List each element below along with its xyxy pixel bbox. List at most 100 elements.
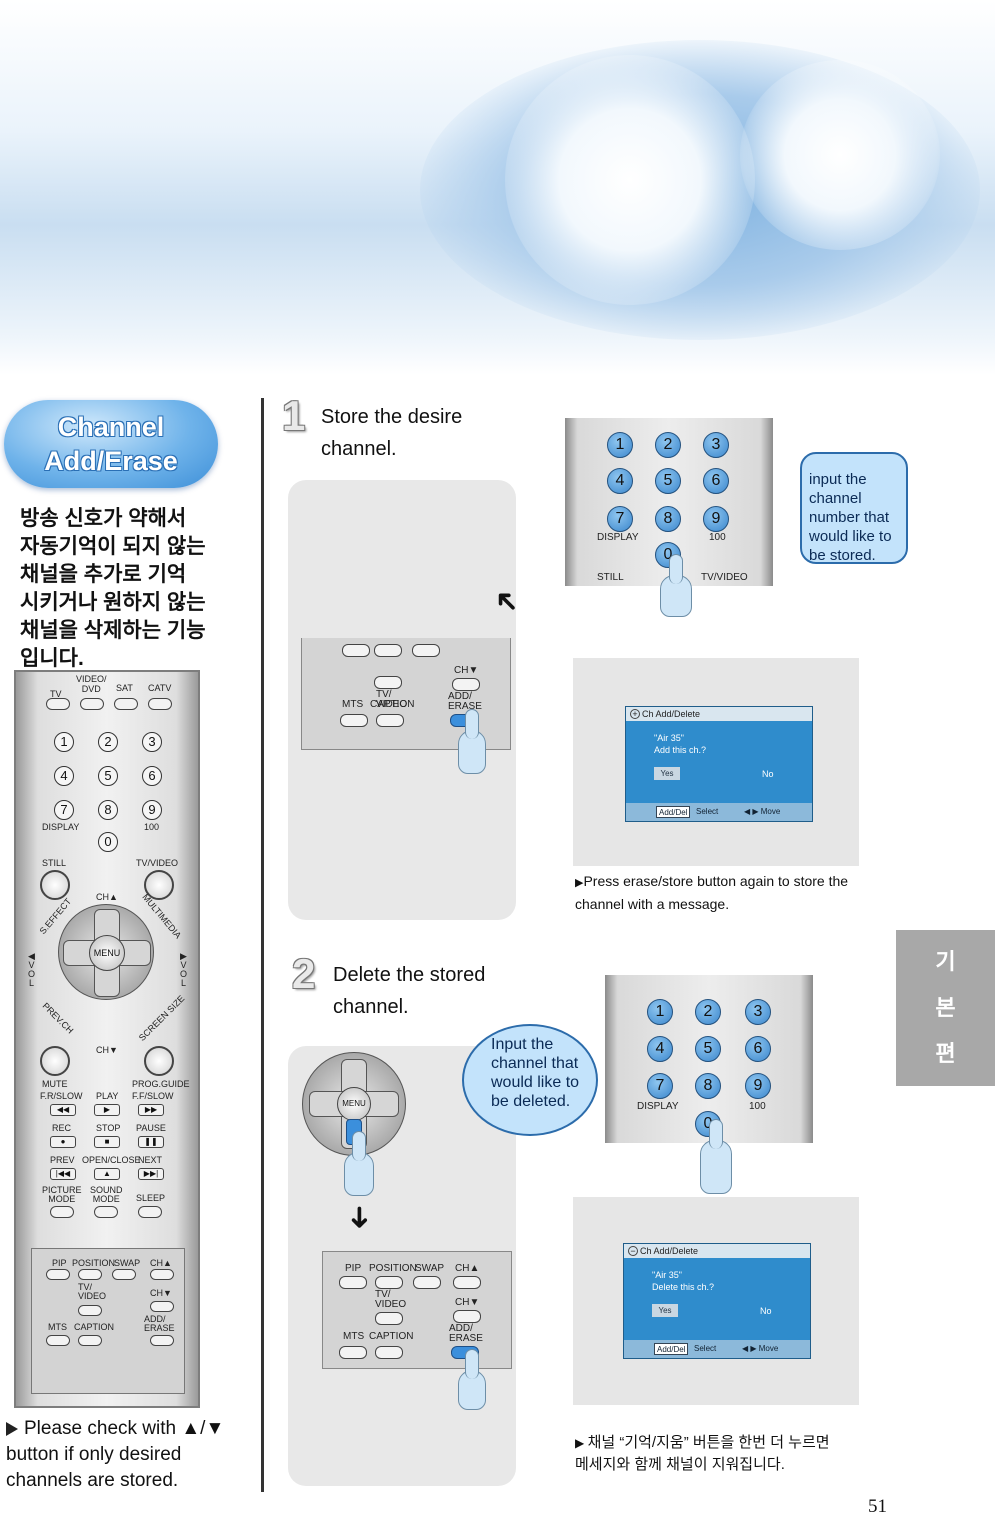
s1-ch-down-button[interactable] <box>452 678 480 691</box>
s2-key-3[interactable]: 3 <box>745 999 771 1025</box>
s2-tv-video-button[interactable] <box>375 1312 403 1325</box>
swap-button[interactable] <box>112 1269 136 1280</box>
num-2-button[interactable]: 2 <box>98 732 118 752</box>
prog-guide-button[interactable] <box>144 1046 174 1076</box>
tv-button[interactable] <box>46 698 70 710</box>
video-dvd-button[interactable] <box>80 698 104 710</box>
s1-tv-video-button[interactable] <box>374 676 402 689</box>
s2-key-2[interactable]: 2 <box>695 999 721 1025</box>
s1-label-caption: CAPTION <box>370 699 415 710</box>
s2-osd-footer-select: Select <box>694 1344 717 1353</box>
num-1-button[interactable]: 1 <box>54 732 74 752</box>
s1-osd-no-button[interactable]: No <box>762 769 774 779</box>
pip-button[interactable] <box>46 1269 70 1280</box>
s2-key-6[interactable]: 6 <box>745 1036 771 1062</box>
s2-caption-button[interactable] <box>375 1346 403 1359</box>
s1-osd-yes-button[interactable]: Yes <box>654 767 680 780</box>
section-title-badge: Channel Add/Erase <box>4 400 218 488</box>
s2-swap-button[interactable] <box>413 1276 441 1289</box>
s1-key-5[interactable]: 5 <box>655 468 681 494</box>
mts-button[interactable] <box>46 1335 70 1346</box>
num-0-button[interactable]: 0 <box>98 832 118 852</box>
s1-key-6[interactable]: 6 <box>703 468 729 494</box>
s2-key-8[interactable]: 8 <box>695 1073 721 1099</box>
num-8-button[interactable]: 8 <box>98 800 118 820</box>
s2-osd-question: Delete this ch.? <box>652 1282 715 1292</box>
num-9-button[interactable]: 9 <box>142 800 162 820</box>
label-panel-ch-down: CH▼ <box>150 1288 172 1298</box>
num-4-button[interactable]: 4 <box>54 766 74 786</box>
step2-remote-panel: PIP POSITION SWAP CH▲ TV/ VIDEO CH▼ MTS … <box>322 1251 512 1369</box>
mute-button[interactable] <box>40 1046 70 1076</box>
rewind-button[interactable]: ◀◀ <box>50 1104 76 1116</box>
s2-position-button[interactable] <box>375 1276 403 1289</box>
rec-button[interactable]: ● <box>50 1136 76 1148</box>
s1-key-9[interactable]: 9 <box>703 506 729 532</box>
s2-osd-footer-tag: Add/Del <box>654 1343 689 1355</box>
s2-key-1[interactable]: 1 <box>647 999 673 1025</box>
s2-ch-down-button[interactable] <box>453 1310 481 1323</box>
sleep-button[interactable] <box>138 1206 162 1218</box>
sat-button[interactable] <box>114 698 138 710</box>
step2-text: Delete the stored channel. <box>333 964 486 1018</box>
pause-button[interactable]: ❚❚ <box>138 1136 164 1148</box>
s2-osd-no-button[interactable]: No <box>760 1306 772 1316</box>
s1-pip-button[interactable] <box>342 644 370 657</box>
label-sat: SAT <box>116 683 133 693</box>
bullet-triangle-icon <box>6 1421 18 1436</box>
page-number: 51 <box>868 1496 887 1515</box>
catv-button[interactable] <box>148 698 172 710</box>
s2-key-5[interactable]: 5 <box>695 1036 721 1062</box>
s2-label-caption: CAPTION <box>369 1331 414 1342</box>
caption-button[interactable] <box>78 1335 102 1346</box>
s1-position-button[interactable] <box>374 644 402 657</box>
s1-swap-button[interactable] <box>412 644 440 657</box>
s1-key-7[interactable]: 7 <box>607 506 633 532</box>
panel-ch-up-button[interactable] <box>150 1269 174 1280</box>
step2-keypad-hand-icon <box>700 1119 732 1194</box>
step1-pointing-hand-icon <box>458 709 486 774</box>
s1-key-1[interactable]: 1 <box>607 432 633 458</box>
panel-tv-video-button[interactable] <box>78 1305 102 1316</box>
fast-forward-button[interactable]: ▶▶ <box>138 1104 164 1116</box>
s2-key-4[interactable]: 4 <box>647 1036 673 1062</box>
open-close-button[interactable]: ▲ <box>94 1168 120 1180</box>
num-5-button[interactable]: 5 <box>98 766 118 786</box>
s1-key-2[interactable]: 2 <box>655 432 681 458</box>
s2-osd-footer: Add/Del Select ◀ ▶ Move <box>624 1340 810 1358</box>
next-button[interactable]: ▶▶| <box>138 1168 164 1180</box>
add-erase-button[interactable] <box>150 1335 174 1346</box>
stop-button[interactable]: ■ <box>94 1136 120 1148</box>
prev-button[interactable]: |◀◀ <box>50 1168 76 1180</box>
tv-video-button[interactable] <box>144 870 174 900</box>
s1-key-3[interactable]: 3 <box>703 432 729 458</box>
position-button[interactable] <box>78 1269 102 1280</box>
s2-key-9[interactable]: 9 <box>745 1073 771 1099</box>
s2-pip-button[interactable] <box>339 1276 367 1289</box>
s1-caption-button[interactable] <box>376 714 404 727</box>
label-100: 100 <box>144 822 160 832</box>
picture-mode-button[interactable] <box>50 1206 74 1218</box>
s2-osd-yes-button[interactable]: Yes <box>652 1304 678 1317</box>
panel-ch-down-button[interactable] <box>150 1301 174 1312</box>
s1-osd-footer-select: Select <box>696 807 719 816</box>
s2-ch-up-button[interactable] <box>453 1276 481 1289</box>
s2-label-pip: PIP <box>345 1263 362 1274</box>
s2-label-ch-down: CH▼ <box>455 1297 480 1308</box>
s1-key-4[interactable]: 4 <box>607 468 633 494</box>
s1-key-8[interactable]: 8 <box>655 506 681 532</box>
sound-mode-button[interactable] <box>94 1206 118 1218</box>
menu-button[interactable]: MENU <box>89 935 125 971</box>
s2-menu-button[interactable]: MENU <box>337 1087 371 1121</box>
label-add-erase: ADD/ ERASE <box>144 1314 175 1333</box>
still-button[interactable] <box>40 870 70 900</box>
label-panel-tv-video: TV/ VIDEO <box>78 1282 107 1301</box>
s2-mts-button[interactable] <box>339 1346 367 1359</box>
navigation-dpad[interactable]: MENU <box>58 904 154 1000</box>
play-button[interactable]: ▶ <box>94 1104 120 1116</box>
num-7-button[interactable]: 7 <box>54 800 74 820</box>
s1-mts-button[interactable] <box>340 714 368 727</box>
s2-key-7[interactable]: 7 <box>647 1073 673 1099</box>
num-3-button[interactable]: 3 <box>142 732 162 752</box>
num-6-button[interactable]: 6 <box>142 766 162 786</box>
